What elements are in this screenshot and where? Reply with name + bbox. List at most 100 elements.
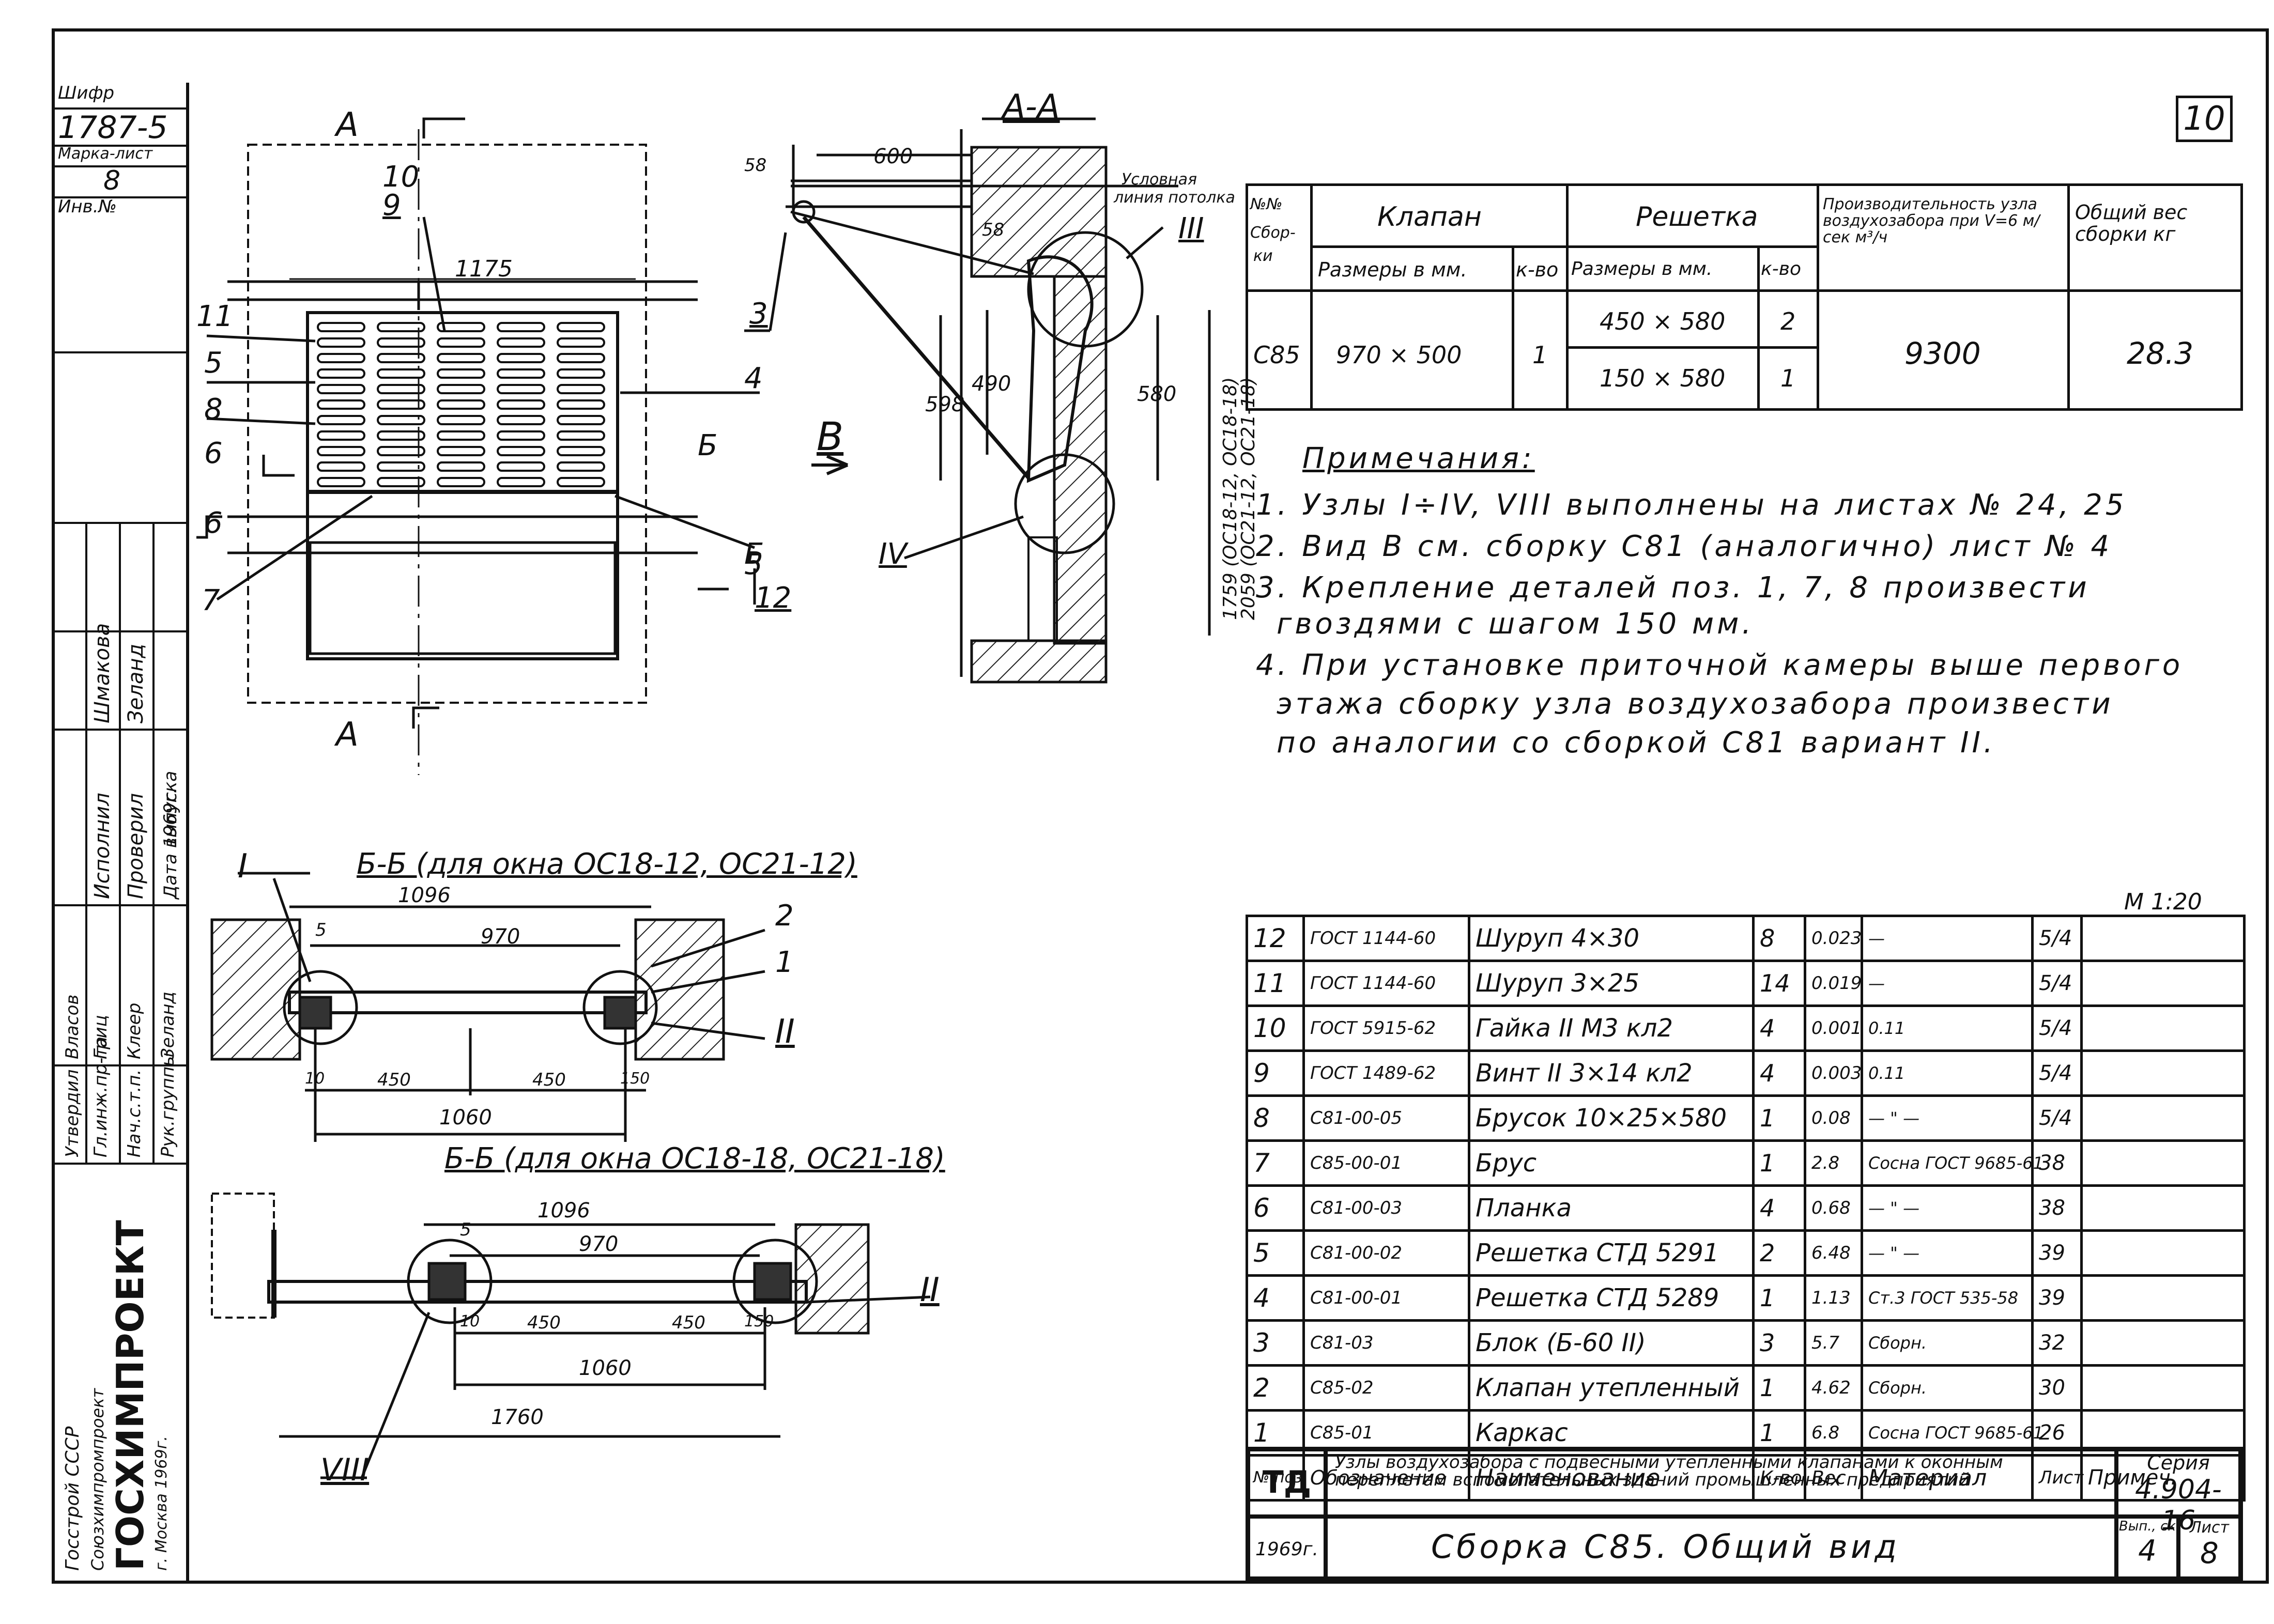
sheet-number-box: 10: [2176, 96, 2233, 142]
note-4c: по аналогии со сборкой С81 вариант II.: [1277, 726, 1996, 760]
spec-cell-qty: 8: [1752, 915, 1806, 962]
issue-cell: Вып., ск 4: [2116, 1517, 2178, 1579]
spec-cell-mat: 0.11: [1861, 1049, 2034, 1097]
node-iii: III: [1178, 212, 1204, 245]
spec-cell-mat: — " —: [1861, 1229, 2034, 1277]
spec-cell-mat: Ст.3 ГОСТ 535-58: [1861, 1274, 2034, 1322]
callout-6b: 6: [204, 506, 223, 540]
bb2-dim-450a: 450: [527, 1312, 561, 1333]
callout-5b: 5: [744, 548, 763, 581]
sheet-number: 10: [2183, 100, 2225, 138]
bb2-dim-150: 150: [744, 1312, 774, 1331]
section-aa-title: А-А: [1003, 88, 1060, 126]
spec-cell-pos: 8: [1246, 1094, 1305, 1142]
spec-cell-note: [2080, 1004, 2246, 1052]
spec-cell-sheet: 30: [2031, 1364, 2083, 1412]
marka-value: 8: [103, 165, 121, 196]
marka-label-box: Марка-лист: [52, 145, 186, 167]
klapan-size: 970 × 500: [1336, 341, 1462, 369]
spec-cell-sheet: 5/4: [2031, 1004, 2083, 1052]
marka-label: Марка-лист: [58, 145, 153, 163]
spec-cell-des: С81-00-01: [1302, 1274, 1470, 1322]
spec-cell-note: [2080, 1094, 2246, 1142]
spec-cell-pos: 5: [1246, 1229, 1305, 1277]
dim-58b: 58: [982, 220, 1005, 240]
spec-cell-note: [2080, 960, 2246, 1007]
description-cell: Узлы воздухозабора с подвесными утепленн…: [1326, 1449, 2116, 1517]
spec-cell-des: С81-00-02: [1302, 1229, 1470, 1277]
drawing-frame: [52, 28, 2269, 1584]
note-4b: этажа сборку узла воздухозабора произвес…: [1277, 687, 2114, 721]
spec-header-row: № поз. Обозначение Наименование К-во Вес…: [1246, 1454, 2246, 1502]
bb1-dim-1096: 1096: [398, 884, 451, 907]
spec-cell-name: Решетка СТД 5289: [1468, 1274, 1755, 1322]
spec-cell-name: Блок (Б-60 II): [1468, 1319, 1755, 1367]
spec-cell-qty: 1: [1752, 1274, 1806, 1322]
td-mark: ТД: [1248, 1449, 1326, 1517]
spec-cell-sheet: 5/4: [2031, 915, 2083, 962]
spec-cell-note: [2080, 1049, 2246, 1097]
front-frame: [306, 311, 619, 660]
reshetka-header: Решетка: [1636, 202, 1758, 233]
description: Узлы воздухозабора с подвесными утепленн…: [1335, 1452, 2003, 1490]
section-b-bottom: Б: [744, 537, 764, 571]
note-3b: гвоздями с шагом 150 мм.: [1277, 607, 1755, 641]
section-mark-bottom: А: [336, 716, 359, 754]
bb1-dim-10: 10: [305, 1070, 325, 1088]
spec-cell-qty: 1: [1752, 1094, 1806, 1142]
callout-10: 10: [382, 160, 420, 194]
sheet-cell: Лист 8: [2178, 1517, 2240, 1579]
spec-cell-pos: 6: [1246, 1184, 1305, 1232]
klapan-qty: 1: [1532, 341, 1548, 369]
dim-580: 580: [1137, 382, 1177, 406]
dim-1175: 1175: [455, 256, 513, 282]
hdr-mass: Вес: [1804, 1454, 1863, 1502]
dim-490: 490: [972, 372, 1011, 396]
hdr-note: Примеч.: [2080, 1454, 2246, 1502]
resh-qty-header: к-во: [1761, 258, 1801, 280]
dim-600: 600: [873, 145, 913, 168]
spec-cell-mass: 0.019: [1804, 960, 1863, 1007]
callout-7: 7: [202, 584, 220, 617]
spec-cell-mass: 0.08: [1804, 1094, 1863, 1142]
issue-value: 4: [2138, 1534, 2157, 1568]
bb2-dim-1060: 1060: [579, 1356, 632, 1380]
callout-8: 8: [204, 393, 223, 426]
notes-heading: Примечания:: [1302, 442, 1535, 475]
title-block: ТД Узлы воздухозабора с подвесными утепл…: [1246, 1447, 2243, 1581]
spec-cell-mass: 0.001: [1804, 1004, 1863, 1052]
hdr-name: Наименование: [1468, 1454, 1755, 1502]
bb1-callout-1: 1: [775, 946, 794, 979]
td-text: ТД: [1262, 1464, 1312, 1501]
scale-label: М 1:20: [2124, 889, 2202, 915]
spec-cell-sheet: 38: [2031, 1184, 2083, 1232]
spec-cell-qty: 1: [1752, 1364, 1806, 1412]
spec-cell-sheet: 38: [2031, 1139, 2083, 1187]
spec-cell-note: [2080, 915, 2246, 962]
spec-cell-des: ГОСТ 5915-62: [1302, 1004, 1470, 1052]
bb2-node-viii: VIII: [320, 1452, 370, 1488]
year: 1969г.: [1255, 1539, 1318, 1560]
spec-cell-sheet: 32: [2031, 1319, 2083, 1367]
bb1-dim-5: 5: [315, 920, 327, 940]
grille-slots: [317, 322, 605, 487]
klapan-header: Клапан: [1377, 202, 1482, 233]
potolok-line2: линия потолка: [1114, 189, 1235, 207]
spec-cell-pos: 12: [1246, 915, 1305, 962]
front-lower-panel: [309, 541, 617, 655]
callout-9: 9: [382, 189, 401, 222]
spec-cell-pos: 4: [1246, 1274, 1305, 1322]
productivity-value: 9300: [1904, 336, 1981, 371]
resh-size-header: Размеры в мм.: [1571, 258, 1713, 280]
spec-cell-sheet: 5/4: [2031, 1049, 2083, 1097]
